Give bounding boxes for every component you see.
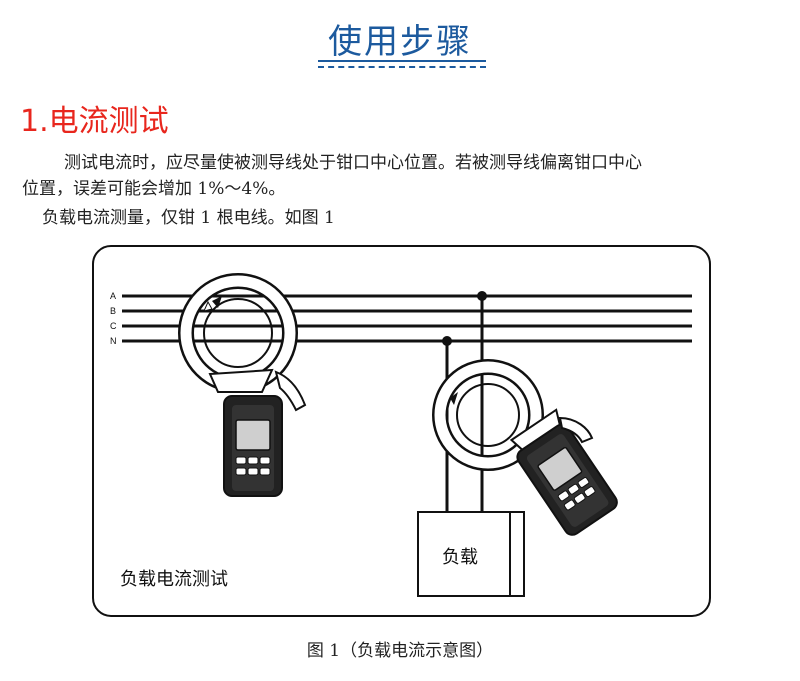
- title-underline-dashed: [318, 66, 486, 68]
- title-underline: [318, 60, 486, 62]
- load-box: 负载: [417, 511, 525, 597]
- load-label: 负载: [442, 547, 478, 568]
- diagram-frame: [92, 245, 711, 617]
- figure-caption: 图 1（负载电流示意图）: [306, 641, 494, 661]
- diagram-inner-caption: 负载电流测试: [120, 569, 228, 590]
- junction-dot: [477, 291, 487, 301]
- paragraph-line: 负载电流测量，仅钳 1 根电线。如图 1: [42, 208, 335, 228]
- clamp-meter-right: [432, 359, 618, 536]
- wire-label-a: A: [110, 291, 116, 301]
- clamp-meter-left: [178, 273, 307, 497]
- junction-dot: [442, 336, 452, 346]
- wire-label-b: B: [110, 306, 116, 316]
- wire-label-n: N: [110, 336, 117, 346]
- paragraph-line: 测试电流时，应尽量使被测导线处于钳口中心位置。若被测导线偏离钳口中心: [64, 153, 642, 173]
- wire-label-c: C: [110, 321, 117, 331]
- page-title: 使用步骤: [328, 22, 472, 62]
- paragraph-line: 位置，误差可能会增加 1%～4%。: [22, 179, 286, 199]
- section-heading: 1.电流测试: [20, 104, 169, 139]
